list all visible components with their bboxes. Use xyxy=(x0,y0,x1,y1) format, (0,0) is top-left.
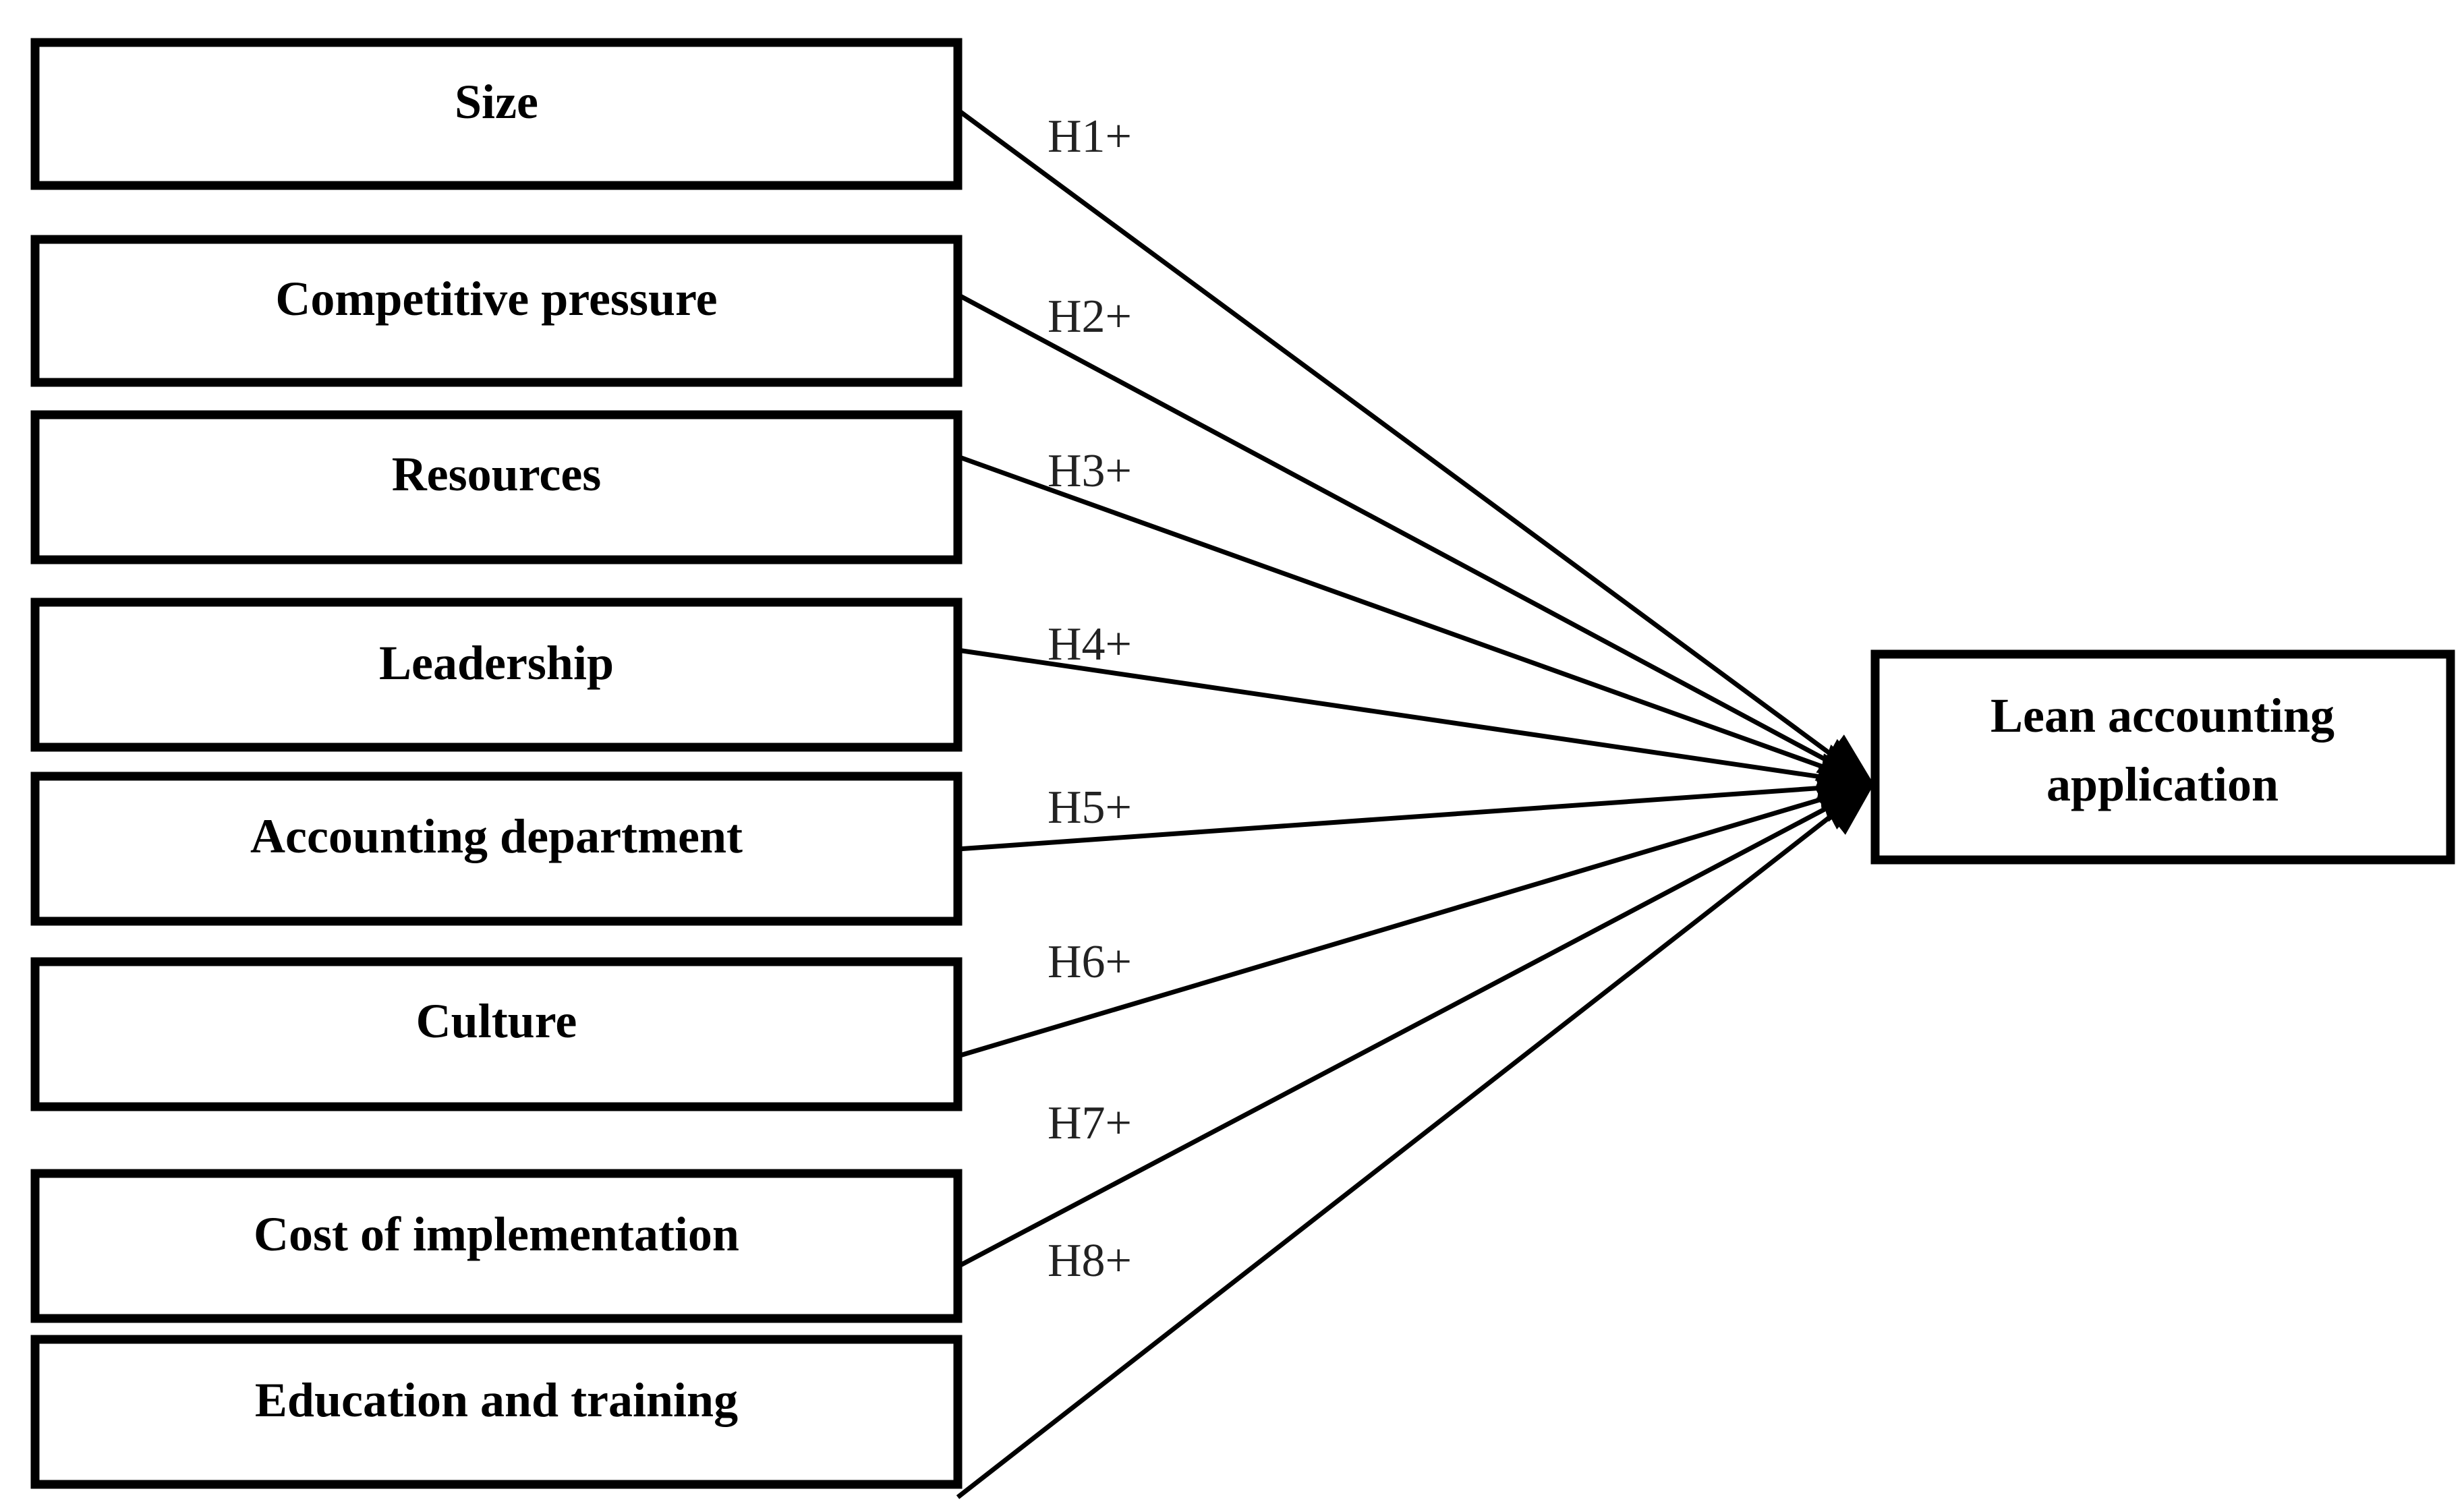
factor-label: Cost of implementation xyxy=(254,1207,739,1261)
edge-h2 xyxy=(956,292,1876,787)
hypothesis-label-h8: H8+ xyxy=(1048,1235,1132,1287)
factor-box xyxy=(30,772,963,926)
factor-culture: Culture xyxy=(30,957,963,1111)
hypothesis-label-h3: H3+ xyxy=(1048,445,1132,497)
factor-size: Size xyxy=(30,38,963,190)
factor-label: Size xyxy=(455,75,538,129)
factor-box xyxy=(30,1335,963,1489)
factor-leadership: Leadership xyxy=(30,598,963,752)
hypothesis-label-h6: H6+ xyxy=(1048,936,1132,988)
edge-h6 xyxy=(957,776,1876,1059)
factor-label: Leadership xyxy=(379,636,614,690)
factor-box xyxy=(30,1169,963,1323)
hypothesis-label-h7: H7+ xyxy=(1048,1097,1132,1149)
factor-label: Culture xyxy=(416,994,577,1048)
edge-h8 xyxy=(956,781,1876,1499)
factor-box xyxy=(30,38,963,190)
edge-h4 xyxy=(957,647,1876,801)
edge-h3 xyxy=(956,454,1876,789)
outcome-box xyxy=(1870,649,2455,865)
factor-box xyxy=(30,235,963,387)
factor-box xyxy=(30,410,963,564)
outcome-label-line2: application xyxy=(2046,757,2279,811)
factor-competitive-pressure: Competitive pressure xyxy=(30,235,963,387)
factor-label: Competitive pressure xyxy=(275,272,717,326)
hypothesis-label-h5: H5+ xyxy=(1048,782,1132,834)
hypothesis-label-h4: H4+ xyxy=(1048,618,1132,670)
factor-cost-of-implementation: Cost of implementation xyxy=(30,1169,963,1323)
factor-label: Resources xyxy=(392,447,602,501)
hypothesis-label-h2: H2+ xyxy=(1048,291,1132,343)
edges-group xyxy=(956,108,1876,1499)
hypothesis-label-h1: H1+ xyxy=(1048,111,1132,163)
factor-box xyxy=(30,598,963,752)
factor-accounting-department: Accounting department xyxy=(30,772,963,926)
edge-h5 xyxy=(957,764,1876,852)
factor-label: Accounting department xyxy=(250,809,743,863)
edge-h1 xyxy=(956,108,1876,788)
edge-h7 xyxy=(956,782,1876,1269)
hypothesis-labels: H1+ H2+ H3+ H4+ H5+ H6+ H7+ H8+ xyxy=(1048,111,1132,1287)
outcome-node: Lean accounting application xyxy=(1870,649,2455,865)
factor-label: Education and training xyxy=(255,1373,738,1427)
factor-boxes: Size Competitive pressure Resources Lead… xyxy=(30,38,963,1489)
outcome-label-line1: Lean accounting xyxy=(1990,689,2334,743)
factor-resources: Resources xyxy=(30,410,963,564)
factor-education-and-training: Education and training xyxy=(30,1335,963,1489)
factor-box xyxy=(30,957,963,1111)
